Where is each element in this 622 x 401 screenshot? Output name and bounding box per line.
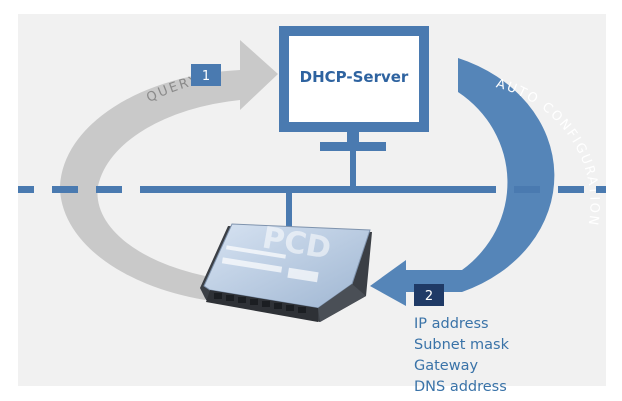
step-badge-1 (191, 64, 221, 86)
query-return-arc (59, 186, 205, 300)
step-number-2: 2 (425, 289, 433, 304)
config-item-subnet: Subnet mask (414, 337, 509, 353)
auto-config-arrow (370, 58, 555, 306)
network-bus (18, 150, 606, 237)
config-item-ip: IP address (414, 316, 489, 332)
server-monitor-icon (279, 26, 429, 151)
step-badge-2 (414, 284, 444, 306)
config-item-gateway: Gateway (414, 358, 479, 374)
server-label: DHCP-Server (300, 68, 409, 86)
query-arrow (60, 40, 278, 186)
config-info-list: IP address Subnet mask Gateway DNS addre… (414, 314, 509, 398)
config-item-dns: DNS address (414, 379, 507, 395)
step-number-1: 1 (202, 69, 210, 84)
plc-device-icon (200, 223, 372, 322)
